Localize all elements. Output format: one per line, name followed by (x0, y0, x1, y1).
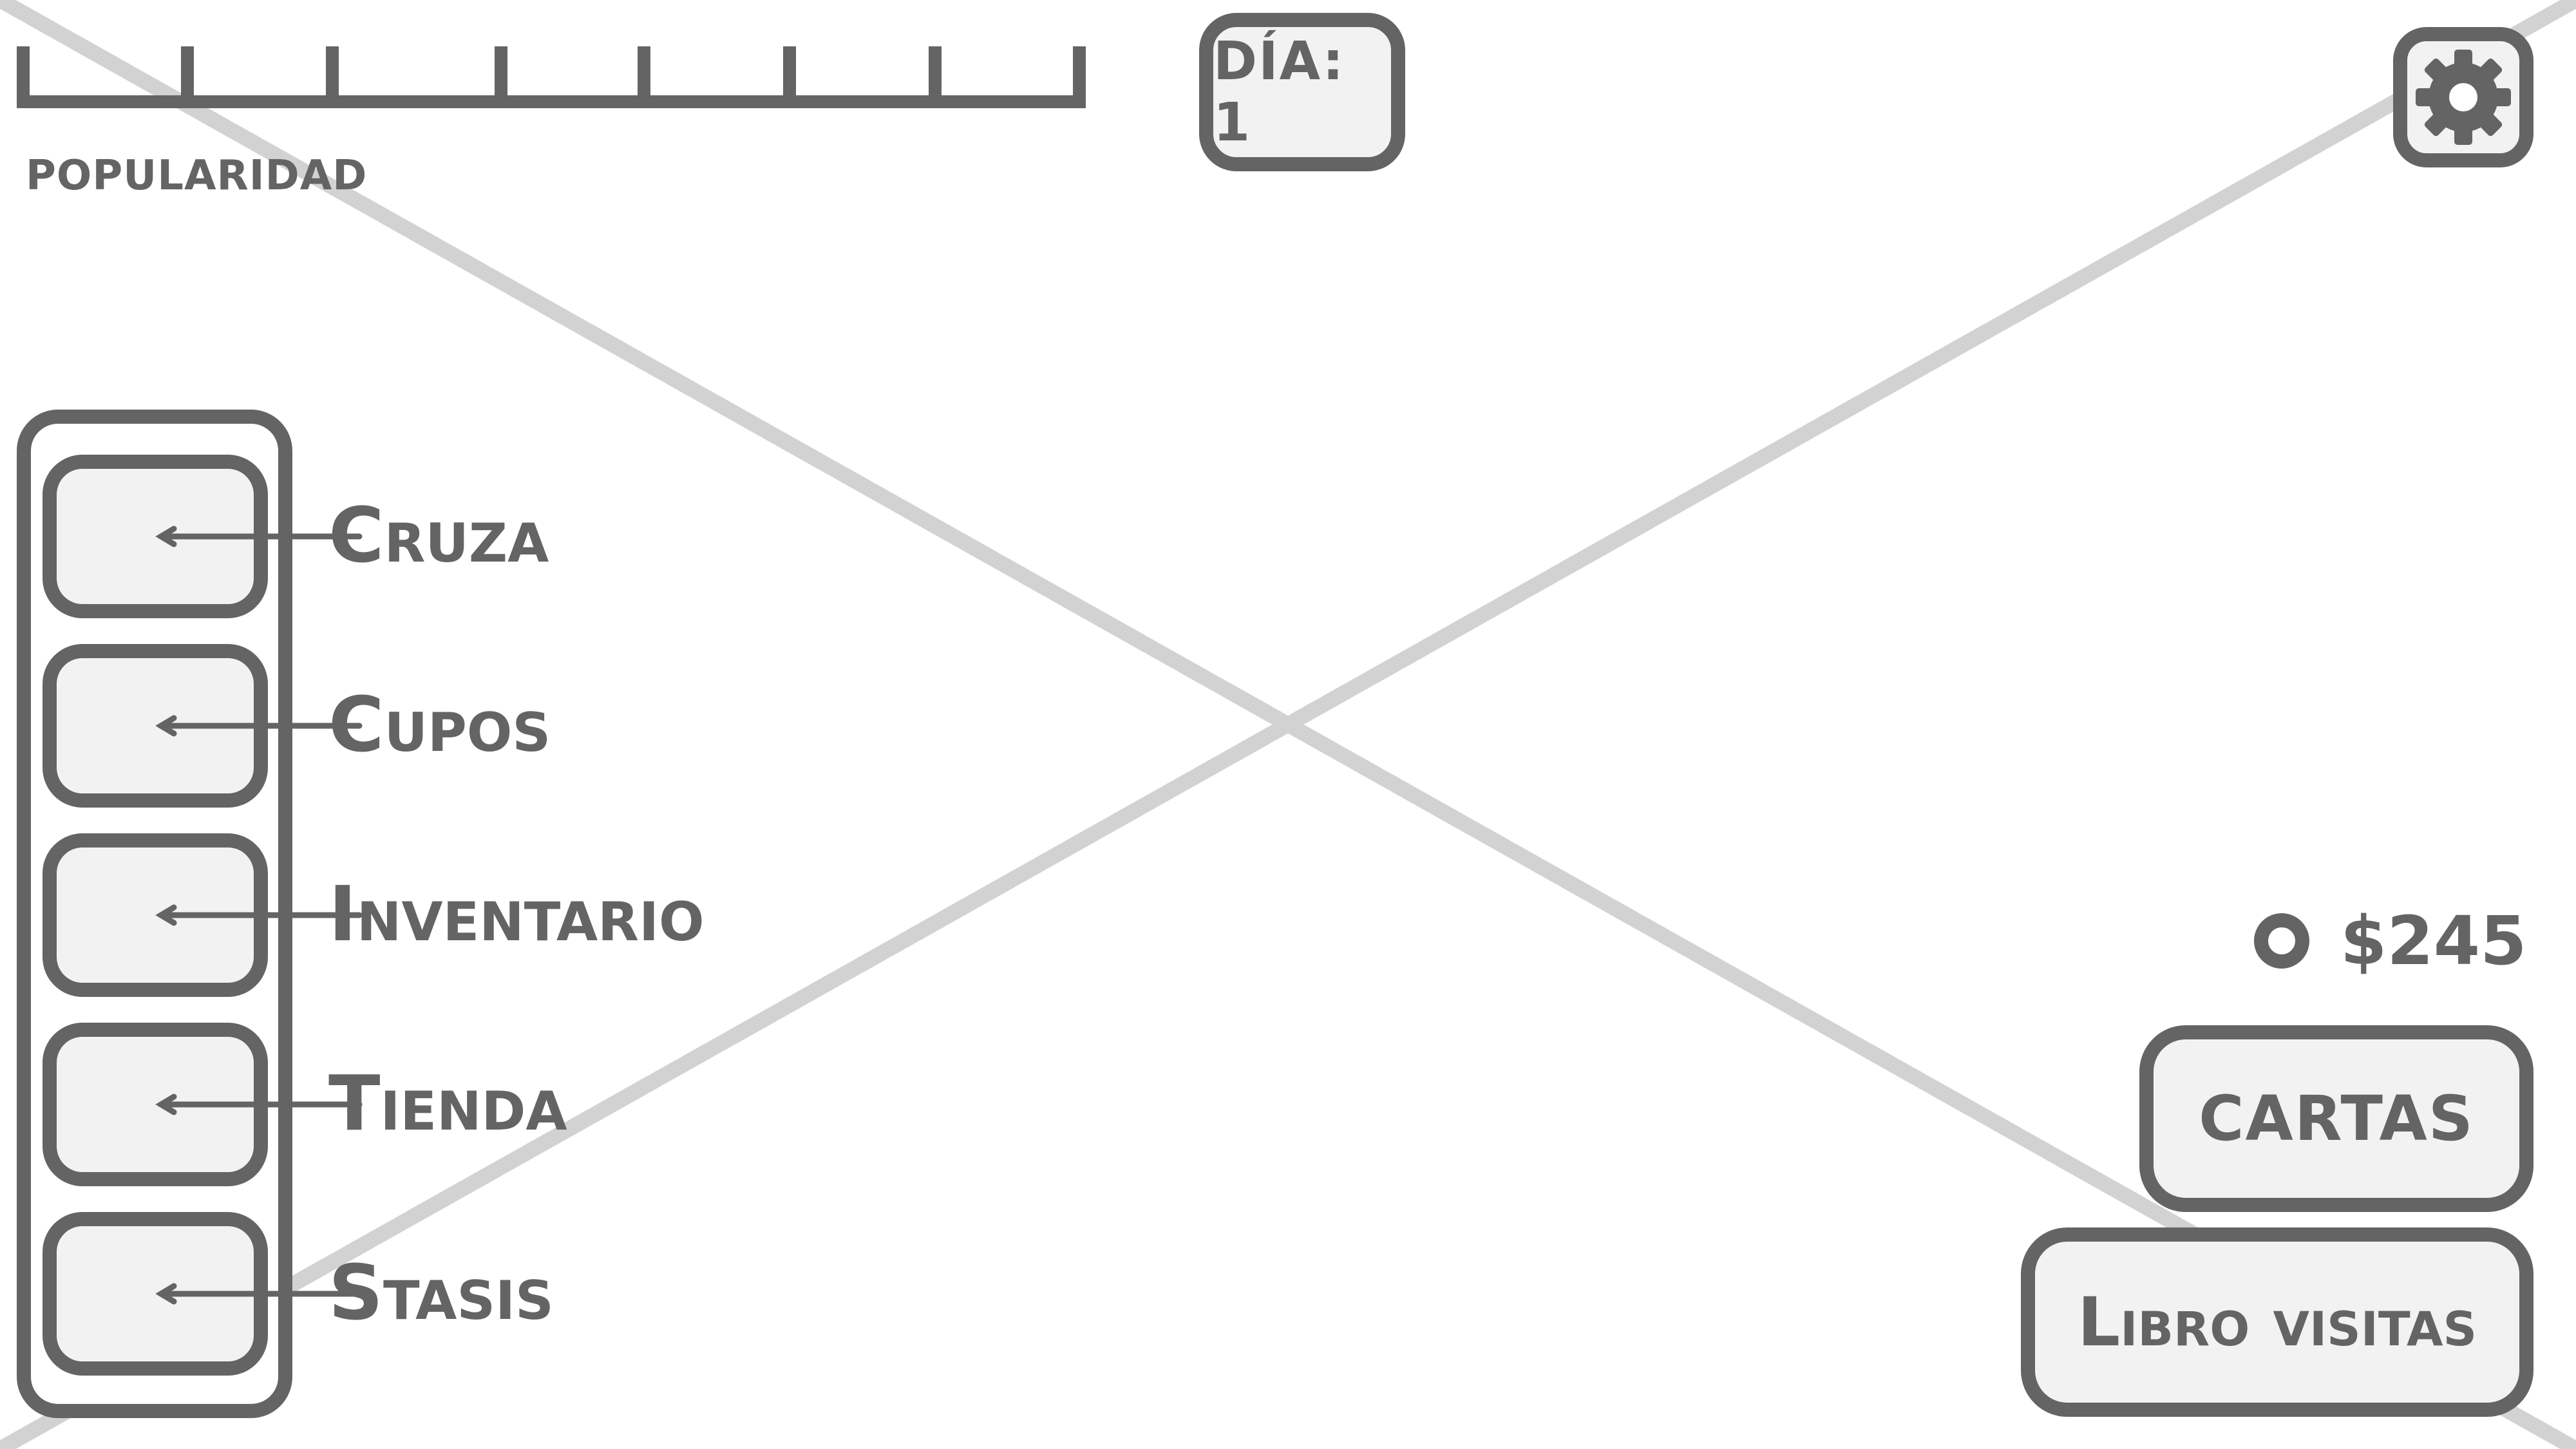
menu-item-label: Tienda (328, 1059, 567, 1148)
day-counter: DÍA: 1 (1199, 13, 1405, 171)
day-label: DÍA: 1 (1213, 31, 1345, 153)
gear-icon (2416, 50, 2511, 145)
money-display: $245 (2254, 899, 2526, 983)
cards-button[interactable]: CARTAS (2139, 1025, 2533, 1212)
coin-icon (2254, 913, 2309, 969)
guestbook-button-label: Libro visitas (2077, 1283, 2477, 1361)
menu-item-tienda[interactable]: Tienda (43, 1023, 567, 1186)
popularity-label: POPULARIDAD (26, 152, 368, 200)
menu-item-stasis[interactable]: Stasis (43, 1212, 554, 1376)
menu-item-label: Stasis (328, 1248, 554, 1337)
money-amount: $245 (2340, 902, 2527, 980)
menu-item-inventario[interactable]: Inventario (43, 833, 705, 997)
menu-item-label: Cruza (328, 491, 549, 580)
menu-item-label: Inventario (328, 869, 705, 958)
menu-item-cruza[interactable]: Cruza (43, 455, 549, 618)
popularity-meter (17, 46, 1086, 108)
cards-button-label: CARTAS (2199, 1083, 2474, 1155)
menu-item-label: Cupos (328, 680, 551, 769)
settings-button[interactable] (2393, 27, 2533, 167)
menu-item-cupos[interactable]: Cupos (43, 644, 551, 808)
guestbook-button[interactable]: Libro visitas (2021, 1227, 2533, 1417)
